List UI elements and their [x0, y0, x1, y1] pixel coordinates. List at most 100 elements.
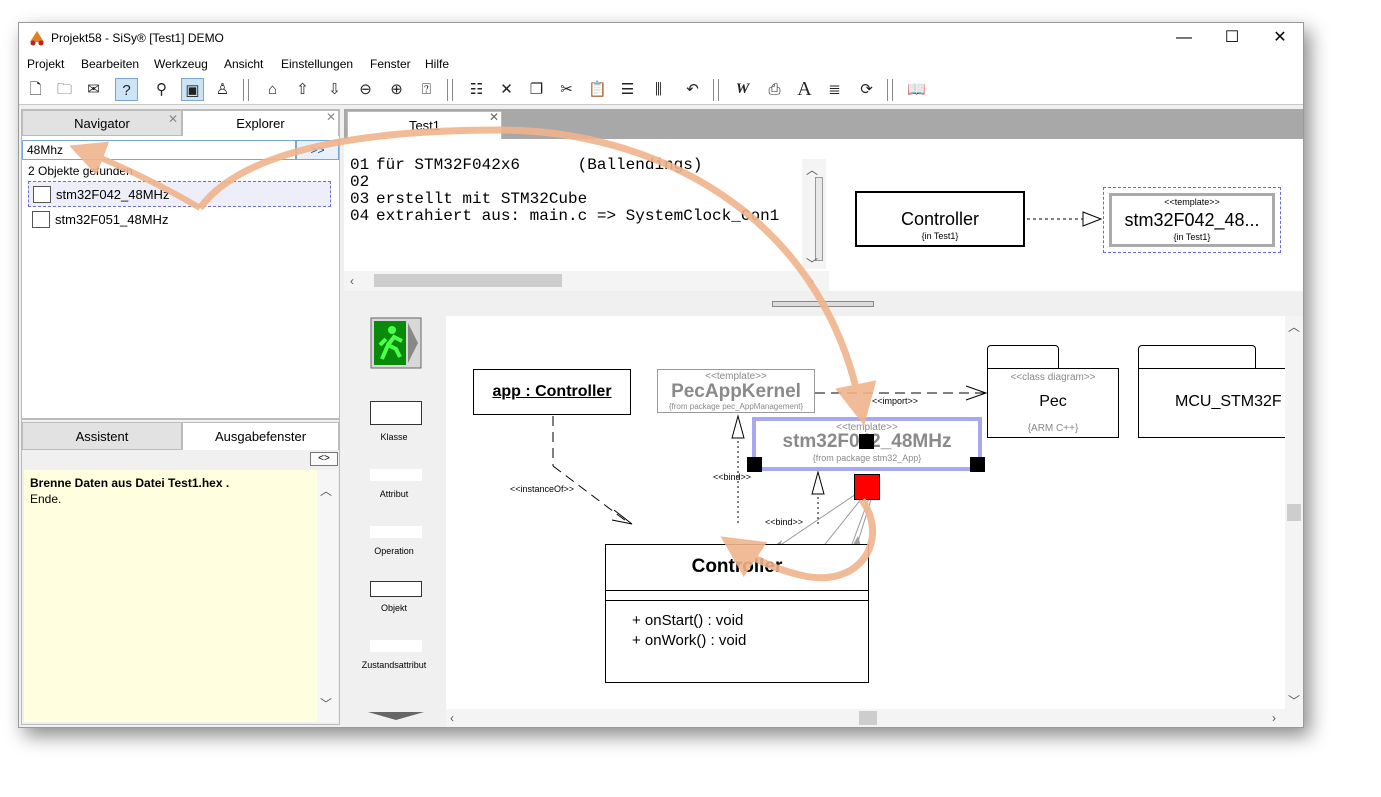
zoom-out-icon[interactable]: ⊖ [359, 81, 372, 98]
mini-template-sub: {in Test1} [1173, 232, 1211, 242]
person-icon[interactable]: ♙ [215, 81, 230, 98]
binoculars-icon[interactable]: ⚲ [156, 81, 167, 98]
palette-label: Zustandsattribut [361, 660, 427, 670]
window-icon[interactable]: ▣ [181, 78, 204, 101]
palette-object-shape[interactable] [370, 581, 422, 597]
line-number: 04 [350, 207, 370, 225]
minimize-button[interactable]: — [1176, 29, 1192, 46]
tab-navigator[interactable]: Navigator [22, 110, 182, 136]
mcu-package-box[interactable]: MCU_STM32F [1138, 368, 1285, 438]
menu-ansicht[interactable]: Ansicht [224, 57, 264, 71]
delete-icon[interactable]: ✕ [500, 81, 513, 98]
menu-bearbeiten[interactable]: Bearbeiten [81, 57, 140, 71]
mini-template-box[interactable]: <<template>> stm32F042_48... {in Test1} [1109, 193, 1275, 247]
mini-controller-sub: {in Test1} [921, 231, 959, 241]
tab-ausgabefenster[interactable]: Ausgabefenster [182, 422, 339, 450]
scroll-left-icon[interactable]: ‹ [450, 711, 454, 725]
properties-icon[interactable]: ☷ [469, 81, 484, 98]
diagram-canvas[interactable]: app : Controller <<template>> PecAppKern… [446, 316, 1285, 709]
search-input[interactable]: 48Mhz [22, 140, 296, 160]
menu-fenster[interactable]: Fenster [370, 57, 411, 71]
zoom-help-icon[interactable]: ⍰ [421, 81, 431, 98]
pec-template-from: {from package pec_AppManagement} [668, 402, 804, 411]
code-line: extrahiert aus: main.c => SystemClock_Co… [376, 207, 780, 225]
scroll-down-icon[interactable]: ﹀ [1288, 694, 1301, 708]
close-tab-icon[interactable]: ✕ [489, 110, 500, 124]
scroll-right-icon[interactable]: › [810, 274, 814, 288]
splitter-grip[interactable] [772, 301, 874, 307]
distribute-icon[interactable]: ⫼ [655, 81, 662, 98]
font-icon[interactable]: A [797, 78, 812, 100]
splitter-bar[interactable] [344, 291, 1303, 313]
line-numbers: 01 02 03 04 [350, 157, 376, 225]
align-icon[interactable]: ☰ [620, 81, 635, 98]
paste-icon[interactable]: 📋 [588, 81, 607, 98]
code-hscrollbar[interactable]: ‹ › [344, 271, 829, 291]
diagram-vscrollbar[interactable]: ︿ ﹀ [1285, 316, 1303, 709]
code-scrollbar[interactable]: ︿ ﹀ [802, 159, 826, 271]
tab-assistent[interactable]: Assistent [22, 422, 182, 450]
arrow-up-icon[interactable]: ⇧ [296, 81, 309, 98]
copy-icon[interactable]: ❐ [529, 81, 544, 98]
help-icon[interactable]: ? [115, 78, 138, 101]
close-button[interactable]: ✕ [1273, 29, 1287, 46]
palette-operation-shape[interactable] [370, 526, 422, 538]
scroll-thumb[interactable] [815, 177, 823, 261]
search-button[interactable]: >> [296, 140, 339, 160]
controller-class-box[interactable]: Controller + onStart() : void + onWork()… [605, 544, 869, 683]
mini-template-selection[interactable]: <<template>> stm32F042_48... {in Test1} [1103, 187, 1281, 253]
pec-package-box[interactable]: <<class diagram>> Pec {ARM C++} [987, 368, 1119, 438]
open-folder-icon[interactable]: 🗀 [56, 81, 72, 98]
scroll-down-icon[interactable]: ﹀ [320, 697, 333, 711]
mini-controller-box[interactable]: Controller {in Test1} [855, 191, 1025, 247]
selection-handle[interactable] [970, 457, 985, 472]
run-icon[interactable] [370, 317, 422, 369]
print-icon[interactable]: ⎙ [768, 81, 781, 98]
arrow-down-icon[interactable]: ⇩ [328, 81, 341, 98]
scroll-up-icon[interactable]: ︿ [320, 484, 333, 498]
panel-toggle-button[interactable]: <> [310, 452, 338, 466]
output-scrollbar[interactable]: ︿ ﹀ [317, 470, 338, 722]
scroll-thumb[interactable] [1287, 504, 1301, 521]
selection-handle-active[interactable] [854, 474, 880, 500]
scroll-thumb[interactable] [374, 274, 562, 287]
palette-class-shape[interactable] [370, 401, 422, 425]
palette-state-attribute-shape[interactable] [370, 640, 422, 652]
menu-projekt[interactable]: Projekt [27, 57, 65, 71]
scroll-left-icon[interactable]: ‹ [350, 274, 354, 288]
scroll-up-icon[interactable]: ︿ [806, 163, 819, 177]
maximize-button[interactable]: ☐ [1224, 29, 1240, 46]
menu-hilfe[interactable]: Hilfe [425, 57, 450, 71]
mini-template-label: stm32F042_48... [1124, 210, 1260, 230]
book-icon[interactable]: 📖 [907, 81, 926, 98]
close-tab-icon[interactable]: ✕ [326, 110, 337, 124]
list-icon[interactable]: ≣ [828, 81, 841, 98]
word-icon[interactable]: W [735, 81, 750, 97]
scroll-right-icon[interactable]: › [1272, 711, 1276, 725]
mail-icon[interactable]: ✉ [87, 81, 100, 98]
scroll-thumb[interactable] [859, 711, 877, 725]
tab-explorer[interactable]: Explorer [182, 110, 339, 136]
list-item-selected[interactable]: stm32F042_48MHz [28, 181, 331, 207]
cut-icon[interactable]: ✂ [560, 81, 573, 98]
home-icon[interactable]: ⌂ [267, 81, 278, 98]
palette-scroll-down-icon[interactable] [368, 711, 424, 721]
refresh-icon[interactable]: ⟳ [860, 81, 873, 98]
zoom-in-icon[interactable]: ⊕ [390, 81, 403, 98]
new-file-icon[interactable]: 🗋 [29, 81, 42, 98]
palette-label: Attribut [379, 489, 409, 499]
code-editor[interactable]: 01 02 03 04 für STM32F042x6 (Ballendings… [344, 139, 829, 271]
pec-package-sub: {ARM C++} [1027, 423, 1079, 434]
scroll-up-icon[interactable]: ︿ [1288, 320, 1301, 334]
selection-handle[interactable] [747, 457, 762, 472]
palette-attribute-shape[interactable] [370, 469, 422, 481]
close-tab-icon[interactable]: ✕ [168, 112, 179, 126]
scroll-down-icon[interactable]: ﹀ [806, 257, 819, 271]
menu-einstellungen[interactable]: Einstellungen [281, 57, 354, 71]
diagram-hscrollbar[interactable]: ‹ › [446, 709, 1303, 727]
selection-handle[interactable] [859, 434, 874, 449]
list-item[interactable]: stm32F051_48MHz [28, 208, 331, 232]
menu-werkzeug[interactable]: Werkzeug [154, 57, 208, 71]
undo-icon[interactable]: ↶ [686, 81, 699, 98]
tab-test1[interactable]: Test1 [347, 111, 502, 139]
